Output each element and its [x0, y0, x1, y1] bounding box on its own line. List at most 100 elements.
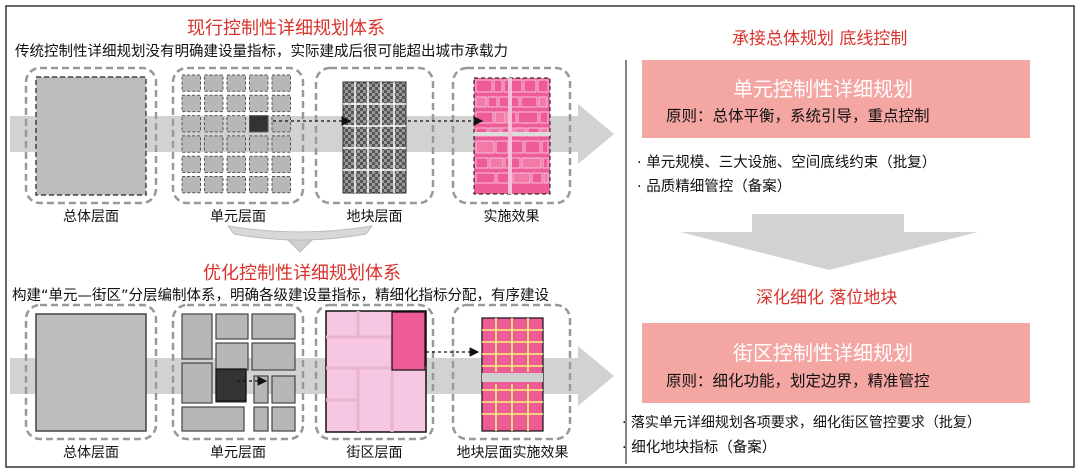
unit-block — [271, 375, 296, 404]
top-label-unit: 单元层面 — [210, 209, 266, 225]
unit-cell — [181, 74, 201, 92]
top-section-title: 现行控制性详细规划体系 — [187, 18, 385, 39]
result-building — [537, 79, 549, 93]
unit-block — [215, 313, 249, 340]
unit-cell — [204, 74, 224, 92]
bottom-result-panel — [451, 303, 572, 441]
block-plan-box — [642, 323, 1030, 403]
unit-cell — [271, 115, 291, 133]
unit-cell — [226, 115, 246, 133]
unit-plan-box-text: 原则：总体平衡，系统引导，重点控制 — [666, 107, 930, 125]
top-unit-panel — [171, 66, 305, 205]
result-building — [475, 157, 489, 169]
unit-block — [215, 342, 249, 371]
unit-cell — [226, 176, 246, 194]
result-building — [538, 96, 548, 108]
unit-cell — [271, 94, 291, 113]
unit-cell — [271, 74, 291, 92]
unit-plan-box-title: 单元控制性详细规划 — [733, 77, 913, 101]
unit-cell — [204, 135, 224, 153]
unit-cell-highlight — [249, 115, 269, 133]
result-building — [539, 111, 549, 124]
bottom-label-block: 街区层面 — [346, 445, 403, 461]
bottom-section-title: 优化控制性详细规划体系 — [203, 263, 401, 284]
unit-cell — [181, 94, 201, 113]
unit-cell — [204, 176, 224, 194]
top-plot-panel — [314, 66, 435, 205]
block-plan-box-text: 原则：细化功能，划定边界，精准管控 — [666, 372, 930, 390]
right-heading-2: 深化细化 落位地块 — [756, 288, 898, 308]
unit-block — [253, 375, 269, 404]
unit-plan-bullet-2: · 品质精细管控（备案） — [637, 179, 792, 195]
result-building — [475, 172, 496, 184]
result-building — [495, 140, 509, 154]
unit-cell — [181, 135, 201, 153]
unit-block — [181, 313, 213, 360]
down-arrow — [680, 214, 978, 270]
unit-cell — [204, 155, 224, 173]
result-building — [531, 172, 543, 184]
result-building — [542, 157, 549, 169]
unit-cell — [271, 155, 291, 173]
result-building — [487, 96, 498, 108]
unit-cell — [226, 94, 246, 113]
outer-frame — [5, 5, 1075, 468]
top-section-subtitle: 传统控制性详细规划没有明确建设量指标，实际建成后很可能超出城市承载力 — [15, 44, 508, 60]
right-heading-1: 承接总体规划 底线控制 — [732, 29, 908, 49]
unit-cell — [271, 135, 291, 153]
unit-cell — [204, 94, 224, 113]
unit-cell — [226, 74, 246, 92]
block-plan-bullet-2: · 细化地块指标（备案） — [622, 440, 777, 456]
unit-block — [181, 406, 245, 432]
result-road — [508, 78, 512, 194]
bottom-section-subtitle: 构建“单元—街区”分层编制体系，明确各级建设量指标，精细化指标分配，有序建设 — [12, 288, 550, 304]
unit-cell — [249, 74, 269, 92]
result-building — [504, 157, 521, 169]
unit-cell — [271, 176, 291, 194]
unit-cell — [226, 135, 246, 153]
unit-cell — [181, 155, 201, 173]
result-building — [520, 96, 538, 108]
result-building — [541, 140, 549, 154]
section-connector-arrow — [226, 225, 374, 253]
result-building — [523, 79, 537, 93]
top-overall-panel — [24, 66, 158, 205]
top-result-panel — [451, 66, 572, 205]
unit-cell — [204, 115, 224, 133]
result-building — [543, 172, 549, 184]
unit-cell — [249, 135, 269, 153]
result-building — [475, 140, 495, 154]
unit-block — [251, 313, 296, 340]
result-building — [512, 172, 531, 184]
result-building — [475, 111, 494, 124]
block-plan-bullet-1: · 落实单元详细规划各项要求，细化街区管控要求（批复） — [622, 415, 981, 431]
bottom-unit-panel — [171, 303, 305, 441]
unit-block — [181, 362, 213, 404]
result-building — [489, 157, 504, 169]
unit-plan-box — [642, 60, 1030, 138]
unit-cell — [249, 155, 269, 173]
unit-block — [271, 406, 296, 432]
result-building — [517, 111, 539, 124]
bottom-block-panel — [314, 303, 435, 441]
top-label-result: 实施效果 — [483, 209, 540, 225]
result-building — [503, 79, 523, 93]
result-building — [475, 79, 493, 93]
result-building — [475, 96, 487, 108]
unit-cell — [181, 176, 201, 194]
top-label-plot: 地块层面 — [346, 209, 403, 225]
bottom-label-unit: 单元层面 — [210, 445, 266, 461]
unit-cell — [226, 155, 246, 173]
top-label-overall: 总体层面 — [63, 209, 119, 225]
bottom-label-result: 地块层面实施效果 — [456, 445, 569, 461]
unit-block — [251, 342, 296, 371]
unit-block — [253, 406, 269, 432]
bottom-overall-panel — [24, 303, 158, 441]
unit-cell — [249, 94, 269, 113]
unit-cell — [249, 176, 269, 194]
result-building — [494, 111, 506, 124]
unit-block-highlight — [215, 368, 247, 402]
unit-plan-bullet-1: · 单元规模、三大设施、空间底线约束（批复） — [637, 155, 937, 171]
result-building — [521, 157, 542, 169]
